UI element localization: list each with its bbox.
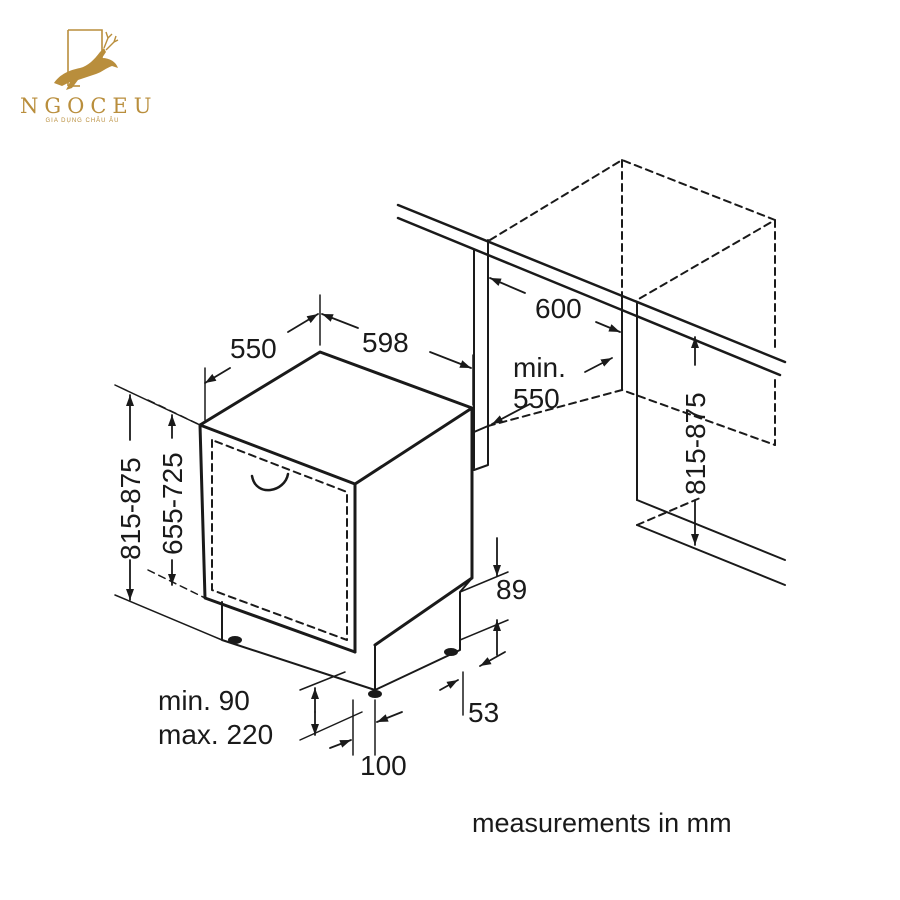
plinth-max-label: max. 220 bbox=[158, 719, 273, 750]
dimension-lines bbox=[114, 277, 699, 756]
height-right-label: 815-875 bbox=[680, 392, 711, 495]
installation-niche bbox=[396, 159, 787, 586]
logo-tagline: GIA DỤNG CHÂU ÂU bbox=[45, 118, 120, 124]
height-left-label: 815-875 bbox=[115, 457, 146, 560]
dishwasher-body bbox=[198, 350, 474, 698]
foot-offset-label: 53 bbox=[468, 697, 499, 728]
toe-height-label: 89 bbox=[496, 574, 527, 605]
door-height-label: 655-725 bbox=[157, 452, 188, 555]
plinth-depth-label: 100 bbox=[360, 750, 407, 781]
niche-depth-min-label: min. bbox=[513, 352, 566, 383]
plinth-min-label: min. 90 bbox=[158, 685, 250, 716]
niche-width-label: 600 bbox=[535, 293, 582, 324]
logo-brand-text: NGOCEU bbox=[20, 94, 158, 118]
niche-depth-value-label: 550 bbox=[513, 383, 560, 414]
depth-label: 550 bbox=[230, 333, 277, 364]
width-label: 598 bbox=[362, 327, 409, 358]
deer-icon bbox=[54, 29, 119, 90]
units-note: measurements in mm bbox=[472, 808, 732, 838]
brand-logo: NGOCEU GIA DỤNG CHÂU ÂU bbox=[20, 28, 158, 128]
